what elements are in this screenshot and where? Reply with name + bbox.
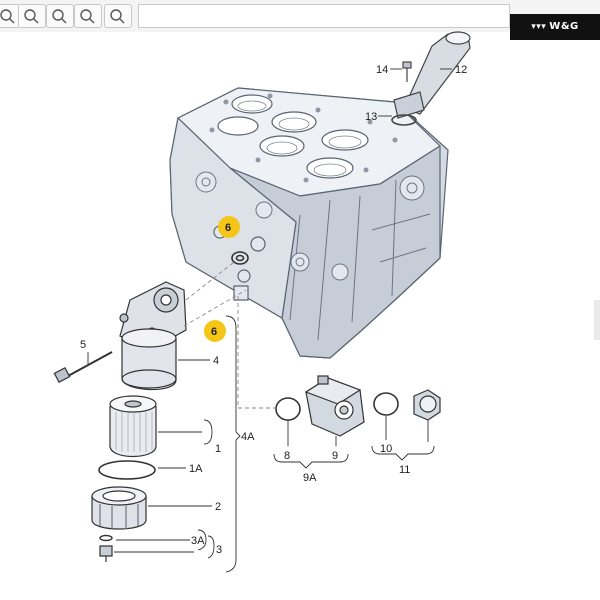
label-9a: 9A [303, 472, 317, 484]
label-11: 11 [399, 464, 410, 476]
label-13: 13 [365, 111, 377, 123]
highlight-bubble-block[interactable]: 6 [218, 216, 240, 238]
highlight-label-6-block: 6 [225, 222, 231, 234]
brand-text: W&G [549, 21, 579, 32]
zoom-fit-icon [52, 9, 67, 24]
zoom-in-button[interactable] [18, 4, 46, 28]
seal-ring-6 [231, 251, 249, 265]
label-3a: 3A [191, 535, 205, 547]
label-8: 8 [284, 450, 290, 462]
zoom-reset-icon [80, 9, 95, 24]
label-9: 9 [332, 450, 338, 462]
engine-block [169, 87, 449, 359]
oil-filter-housing [53, 281, 187, 562]
label-14: 14 [376, 64, 388, 76]
label-12: 12 [455, 64, 467, 76]
callout-labels: 14 12 13 5 4 1 4A 1A 2 3A 3 8 9 9A 10 11 [80, 64, 467, 556]
label-1a: 1A [189, 463, 203, 475]
label-3: 3 [216, 544, 222, 556]
highlight-label-6-filter: 6 [211, 326, 217, 338]
assembly-guide-lines [183, 261, 276, 409]
brand-mark-icon: ▾▾▾ [531, 22, 547, 32]
viewer-toolbar [0, 0, 600, 32]
label-2: 2 [215, 501, 221, 513]
oil-filler-tube [391, 31, 471, 126]
zoom-fit-button[interactable] [46, 4, 74, 28]
label-4: 4 [213, 355, 219, 367]
leader-lines [87, 68, 452, 573]
search-icon [110, 9, 125, 24]
label-1: 1 [215, 443, 221, 455]
label-5: 5 [80, 339, 86, 351]
zoom-reset-button[interactable] [74, 4, 102, 28]
zoom-out-icon [0, 9, 15, 24]
highlight-bubble-filter[interactable]: 6 [204, 320, 226, 342]
label-4a: 4A [241, 431, 255, 443]
search-button[interactable] [104, 4, 132, 28]
oil-cooler [275, 375, 441, 437]
search-field[interactable] [138, 4, 510, 28]
scroll-handle[interactable] [594, 300, 600, 340]
zoom-in-icon [24, 9, 39, 24]
brand-logo: ▾▾▾W&G [510, 14, 600, 40]
label-10: 10 [380, 443, 392, 455]
